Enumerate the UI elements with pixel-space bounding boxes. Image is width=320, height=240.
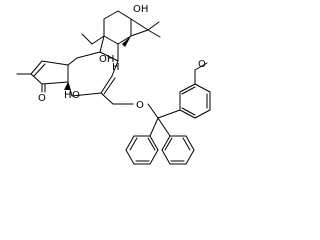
atom-label-ether-o: O (136, 100, 144, 111)
bond (100, 75, 113, 94)
bond (129, 137, 138, 151)
atom-labels: OH OH H H O O O O (38, 4, 206, 111)
bond (185, 135, 195, 151)
bond (181, 86, 196, 95)
bond (149, 149, 159, 165)
bond (179, 83, 196, 93)
atom-label-oh-top: OH (133, 4, 148, 15)
wedge-bonds (64, 36, 131, 90)
bond (149, 117, 159, 137)
bond (103, 10, 119, 20)
atom-label-methoxy-o: O (198, 59, 206, 70)
bond (67, 57, 78, 66)
bond (157, 109, 181, 119)
bond (194, 62, 208, 71)
molecule-canvas: OH OH H H O O O O (0, 0, 217, 174)
atom-label-h-hydroxyl: H (64, 90, 72, 101)
bond (125, 149, 135, 165)
bond (100, 92, 114, 105)
wedge-bond (64, 82, 70, 90)
bond (147, 103, 159, 119)
bond (161, 135, 171, 151)
bond (147, 137, 156, 151)
bond (67, 81, 73, 97)
atom-label-oh-central: OH (99, 54, 114, 65)
bond (103, 35, 119, 45)
bond (41, 60, 69, 66)
bond (41, 81, 69, 85)
bond (185, 149, 195, 165)
bond (194, 83, 211, 93)
bond (99, 35, 105, 53)
bond (130, 29, 149, 37)
bond (130, 18, 149, 31)
atom-label-ketone-o: O (38, 93, 46, 104)
bond (81, 33, 93, 45)
wedge-bond (122, 36, 131, 47)
chemical-structure-diagram: OH OH H H O O O O (16, 4, 211, 165)
bond (157, 117, 171, 137)
bond (76, 51, 101, 59)
bond (117, 35, 132, 45)
bond (103, 77, 116, 95)
bond (125, 135, 135, 151)
bond (30, 60, 43, 75)
bond (161, 149, 171, 165)
bond (147, 21, 160, 31)
bond (99, 51, 119, 62)
bond (111, 60, 119, 77)
bond (164, 137, 173, 151)
bond (182, 137, 191, 151)
bond (194, 109, 211, 119)
bond (91, 35, 105, 45)
bond (179, 109, 196, 119)
bond-lines (16, 10, 211, 165)
bond (181, 107, 196, 116)
bond (117, 10, 132, 20)
bond (147, 29, 161, 38)
bond (71, 92, 102, 97)
bond (30, 73, 43, 85)
bond (149, 135, 159, 151)
bond (33, 63, 46, 77)
atom-label-h-junction: H (112, 62, 120, 73)
atom-label-o-hydroxyl: O (72, 90, 80, 101)
